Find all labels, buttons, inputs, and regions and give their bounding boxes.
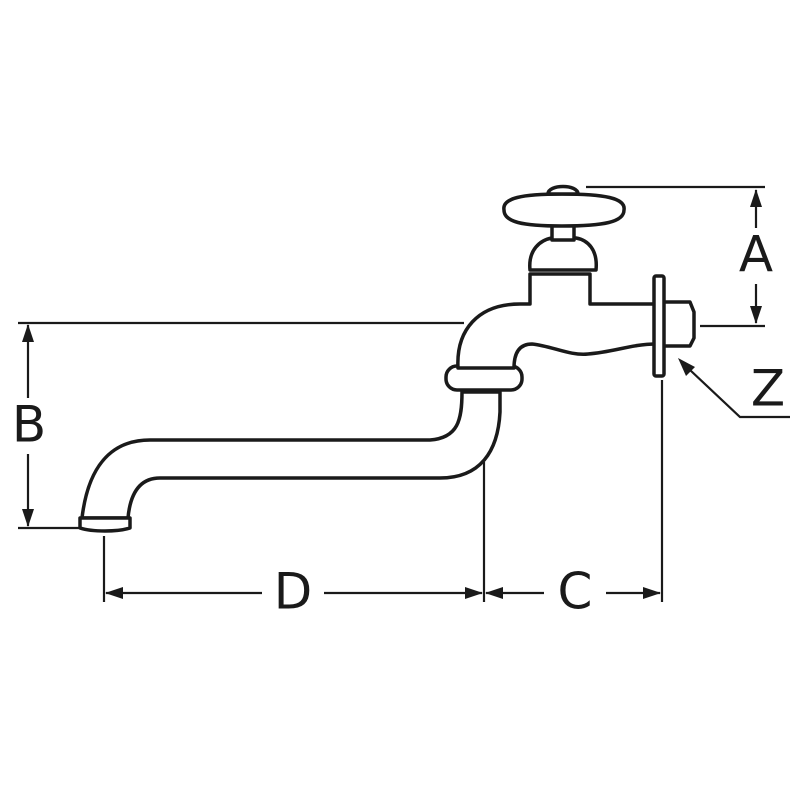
arrowhead — [465, 587, 483, 599]
label-b: B — [12, 396, 46, 454]
valve-bonnet — [528, 236, 598, 272]
spout-pipe — [80, 390, 502, 520]
arrowhead — [105, 587, 123, 599]
arrowhead — [22, 509, 34, 527]
arrowhead — [643, 587, 661, 599]
wall-flange — [652, 274, 666, 378]
leader-line-z — [689, 369, 790, 419]
label-z: Z — [751, 360, 785, 418]
faucet-drawing — [78, 184, 696, 533]
label-d: D — [274, 563, 313, 621]
spout-outlet — [78, 516, 132, 533]
label-background — [4, 398, 56, 454]
label-background — [730, 228, 782, 284]
label-a: A — [739, 226, 773, 284]
dimension-lines — [4, 185, 790, 621]
arrowhead — [750, 189, 762, 207]
label-c: C — [558, 563, 593, 621]
valve-body — [456, 272, 658, 370]
handle — [502, 192, 626, 228]
handle-cap — [546, 184, 580, 196]
arrowhead — [750, 306, 762, 324]
dimension-labels: A B D C Z — [12, 226, 785, 621]
arrowhead — [485, 587, 503, 599]
arrowhead — [678, 358, 695, 376]
label-background — [544, 565, 606, 621]
label-background — [262, 565, 324, 621]
arrowhead — [22, 324, 34, 342]
